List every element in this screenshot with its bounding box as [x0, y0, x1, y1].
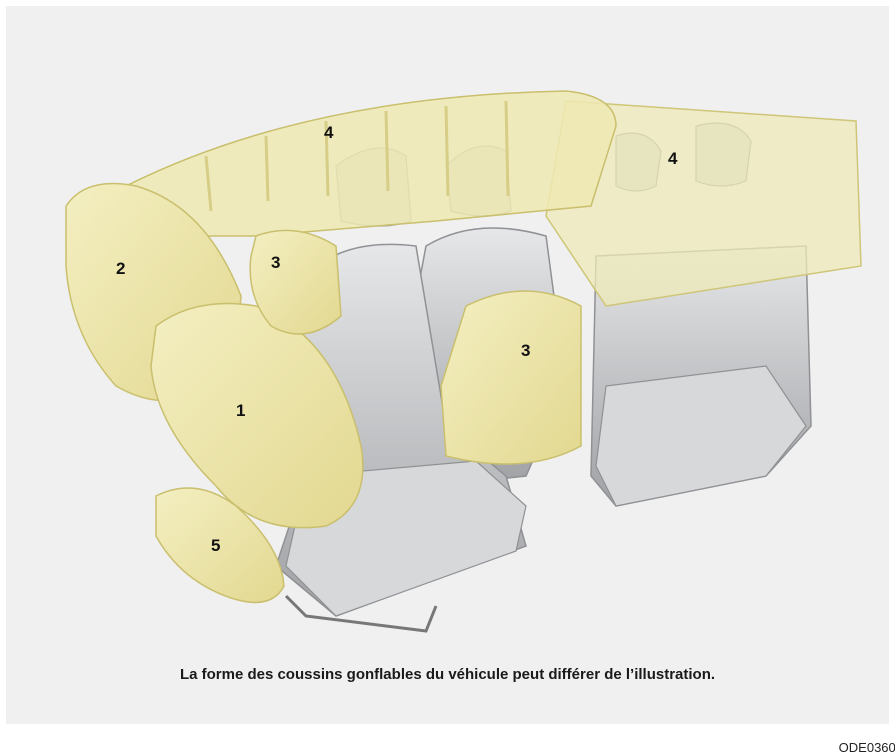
figure-panel: 1 2 3 3 4 4 5 La forme des coussins gonf… — [6, 6, 889, 724]
callout-3-rear-side: 3 — [521, 341, 530, 360]
callout-5: 5 — [211, 536, 220, 555]
airbag-illustration: 1 2 3 3 4 4 5 — [6, 6, 889, 656]
figure-caption: La forme des coussins gonflables du véhi… — [6, 666, 889, 683]
callout-4-front: 4 — [324, 123, 334, 142]
figure-code: ODE03603 — [839, 740, 895, 755]
callout-4-rear: 4 — [668, 149, 678, 168]
curtain-airbag-front — [126, 91, 616, 236]
callout-3-front-side: 3 — [271, 253, 280, 272]
rear-side-airbag — [441, 291, 581, 464]
callout-2: 2 — [116, 259, 125, 278]
callout-1: 1 — [236, 401, 245, 420]
